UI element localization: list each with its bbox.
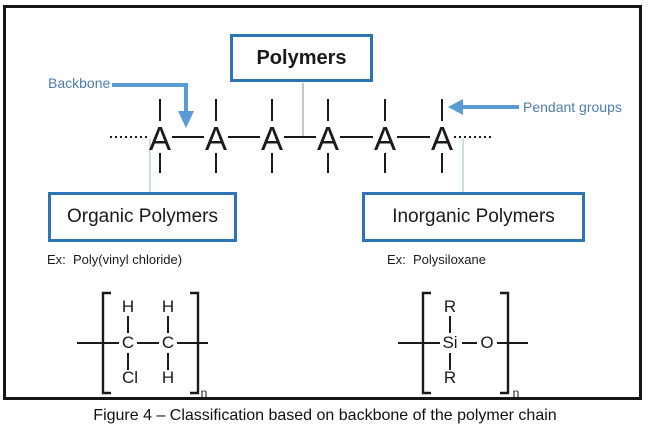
pvc-structure: H H C C Cl H n bbox=[77, 291, 208, 400]
backbone-arrowhead-icon bbox=[178, 111, 194, 128]
siloxane-atom-si: Si bbox=[442, 333, 457, 352]
pvc-atom-h2: H bbox=[162, 297, 174, 316]
figure-caption: Figure 4 – Classification based on backb… bbox=[93, 407, 557, 424]
inorganic-example-text: Ex: Polysiloxane bbox=[387, 252, 486, 267]
pendant-groups-label: Pendant groups bbox=[523, 99, 622, 115]
pendant-lines bbox=[159, 99, 443, 173]
chain-atom: A bbox=[149, 120, 171, 157]
pvc-atom-h3: H bbox=[162, 368, 174, 387]
organic-polymers-box: Organic Polymers bbox=[48, 192, 237, 242]
polymers-box: Polymers bbox=[230, 34, 373, 82]
backbone-label: Backbone bbox=[48, 75, 111, 91]
chain-atom: A bbox=[374, 120, 396, 157]
inorganic-polymers-box: Inorganic Polymers bbox=[362, 192, 585, 242]
organic-polymers-label: Organic Polymers bbox=[67, 206, 218, 227]
pvc-subscript-n: n bbox=[201, 386, 208, 400]
chain-atom: A bbox=[431, 120, 453, 157]
siloxane-bonds bbox=[398, 316, 528, 370]
chain-atoms: A A A A A A bbox=[149, 120, 453, 157]
pendant-arrowhead-icon bbox=[448, 99, 463, 115]
organic-example-text: Ex: Poly(vinyl chloride) bbox=[47, 252, 183, 267]
chain-atom: A bbox=[205, 120, 227, 157]
pvc-atom-c1: C bbox=[122, 333, 134, 352]
siloxane-atom-o: O bbox=[480, 333, 493, 352]
pvc-bonds bbox=[77, 316, 208, 370]
chain-atom: A bbox=[261, 120, 283, 157]
chain-atom: A bbox=[317, 120, 339, 157]
pvc-atom-cl: Cl bbox=[122, 368, 138, 387]
pendant-arrow bbox=[448, 99, 519, 115]
pvc-atom-c2: C bbox=[162, 333, 174, 352]
siloxane-structure: R Si O R n bbox=[398, 291, 528, 400]
siloxane-subscript-n: n bbox=[513, 386, 520, 400]
inorganic-polymers-label: Inorganic Polymers bbox=[392, 206, 555, 227]
pvc-atom-h1: H bbox=[122, 297, 134, 316]
polymers-box-label: Polymers bbox=[256, 46, 347, 69]
backbone-arrow bbox=[112, 83, 194, 128]
siloxane-atom-r2: R bbox=[444, 368, 456, 387]
siloxane-atom-r1: R bbox=[444, 297, 456, 316]
